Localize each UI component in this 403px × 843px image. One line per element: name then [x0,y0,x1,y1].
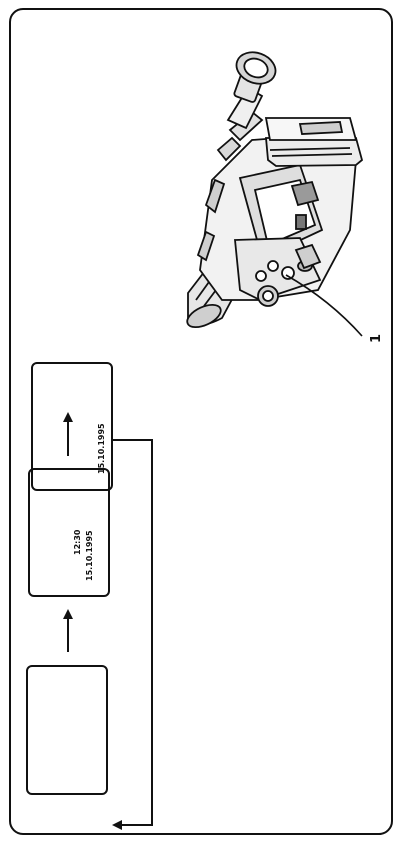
date-time-button-icon [281,266,295,280]
screen-2-date-text: 15.10.1995 [85,530,94,581]
screen-2-time-date [28,468,110,597]
callout-label: 1 [369,334,384,343]
screen-3-date [31,362,113,491]
callout-leader-line [285,274,363,337]
camcorder-illustration [186,51,364,329]
return-loop-line [112,439,153,830]
lens-front-icon [186,303,222,329]
arrow-screen1-to-screen2 [63,609,73,652]
battery-pack [265,137,364,167]
screen-2-time-text: 12:30 [73,529,82,555]
screen-1-blank [26,665,108,795]
arrow-screen2-to-screen3 [63,412,73,456]
screen-3-date-text: 15.10.1995 [97,423,106,474]
outer-frame [9,8,393,835]
